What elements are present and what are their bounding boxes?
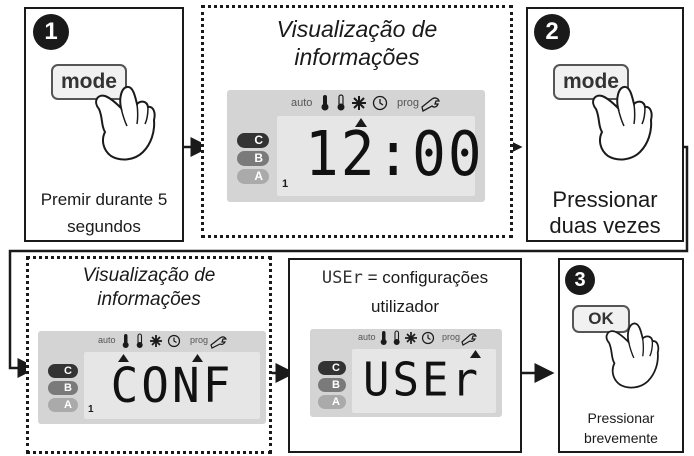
- step-1-caption-line1: Premir durante 5: [40, 190, 168, 209]
- prog-label: prog: [442, 332, 461, 342]
- auto-label: auto: [358, 332, 376, 342]
- indicator-arrow-icon: [118, 354, 129, 362]
- step-number-badge: 2: [534, 14, 570, 50]
- hand-icon: [592, 85, 653, 161]
- level-b-pill: B: [318, 378, 346, 392]
- wrench-icon: [421, 97, 440, 112]
- clock-icon: [421, 331, 435, 345]
- panel-title-line1: Visualização de: [82, 265, 216, 286]
- lcd-display: auto prog C B A CONF 1: [38, 331, 266, 424]
- step-2-caption-line2: duas vezes: [549, 213, 661, 238]
- clock-icon: [372, 95, 388, 111]
- lcd-screen: USEr: [352, 349, 496, 413]
- user-config-panel: USEr = configurações utilizador auto pro…: [288, 258, 522, 453]
- row-number: 1: [88, 404, 94, 415]
- level-a-pill: A: [237, 169, 269, 184]
- step-3-caption-line1: Pressionar: [587, 410, 655, 426]
- level-c-pill: C: [318, 361, 346, 375]
- panel-title-line1: USEr = configurações: [290, 268, 520, 288]
- lcd-readout: CONF: [110, 356, 234, 414]
- indicator-arrow-icon: [470, 350, 481, 358]
- hand-icon: [605, 322, 660, 389]
- row-number: 1: [282, 178, 289, 190]
- indicator-arrow-icon: [192, 354, 203, 362]
- step-3-panel: 3 OK Pressionar brevemente: [558, 258, 684, 453]
- lcd-display: auto prog C B A USEr: [310, 329, 502, 417]
- wrench-icon: [461, 333, 477, 346]
- thermometer-icon: [337, 94, 345, 111]
- thermometer-icon: [393, 330, 400, 345]
- level-b-pill: B: [48, 381, 78, 395]
- user-title-text: = configurações: [367, 268, 489, 287]
- step-1-panel: 1 mode Premir durante 5 segundos: [24, 7, 184, 242]
- thermometer-icon: [136, 333, 143, 348]
- mode-icons-row: [122, 333, 227, 349]
- thermometer-icon: [321, 95, 329, 111]
- thermometer-icon: [380, 331, 387, 345]
- step-2-panel: 2 mode Pressionar duas vezes: [526, 7, 684, 242]
- ok-key: OK: [572, 305, 630, 333]
- lcd-screen: CONF 1: [84, 352, 260, 419]
- conf-display-panel: Visualização de informações auto prog C …: [26, 256, 272, 454]
- user-code-label: USEr: [321, 268, 363, 288]
- level-a-pill: A: [318, 395, 346, 409]
- auto-label: auto: [291, 97, 313, 109]
- auto-label: auto: [98, 335, 116, 345]
- level-a-pill: A: [48, 398, 78, 412]
- lcd-screen: 12:00 1: [277, 116, 484, 196]
- lcd-readout: USEr: [363, 353, 481, 408]
- mode-key: mode: [51, 64, 127, 100]
- lcd-display: auto prog C B A 12:00 1: [227, 90, 485, 202]
- hand-icon: [95, 85, 156, 161]
- panel-title-line2: informações: [294, 44, 420, 70]
- thermometer-icon: [122, 334, 129, 348]
- step-2-caption-line1: Pressionar: [552, 187, 658, 212]
- step-3-caption-line2: brevemente: [584, 430, 658, 446]
- clock-icon: [167, 334, 181, 348]
- mode-key: mode: [553, 64, 629, 100]
- snowflake-icon: [405, 332, 417, 344]
- level-b-pill: B: [237, 151, 269, 166]
- prog-label: prog: [190, 335, 209, 345]
- wrench-icon: [210, 336, 227, 349]
- level-c-pill: C: [237, 133, 269, 148]
- mode-icons-row: [380, 330, 477, 346]
- mode-icons-row: [321, 94, 440, 112]
- panel-title-line2: utilizador: [370, 297, 440, 316]
- step-number-badge: 1: [33, 14, 69, 50]
- panel-title-line1: Visualização de: [276, 16, 438, 42]
- snowflake-icon: [352, 96, 366, 110]
- prog-label: prog: [397, 97, 420, 109]
- info-display-panel: Visualização de informações auto prog C …: [201, 5, 513, 238]
- snowflake-icon: [150, 335, 162, 347]
- panel-title-line2: informações: [97, 289, 201, 310]
- level-c-pill: C: [48, 364, 78, 378]
- step-1-caption-line2: segundos: [67, 217, 141, 236]
- lcd-readout: 12:00: [305, 118, 484, 191]
- step-number-badge: 3: [565, 265, 595, 295]
- indicator-arrow-icon: [355, 118, 367, 127]
